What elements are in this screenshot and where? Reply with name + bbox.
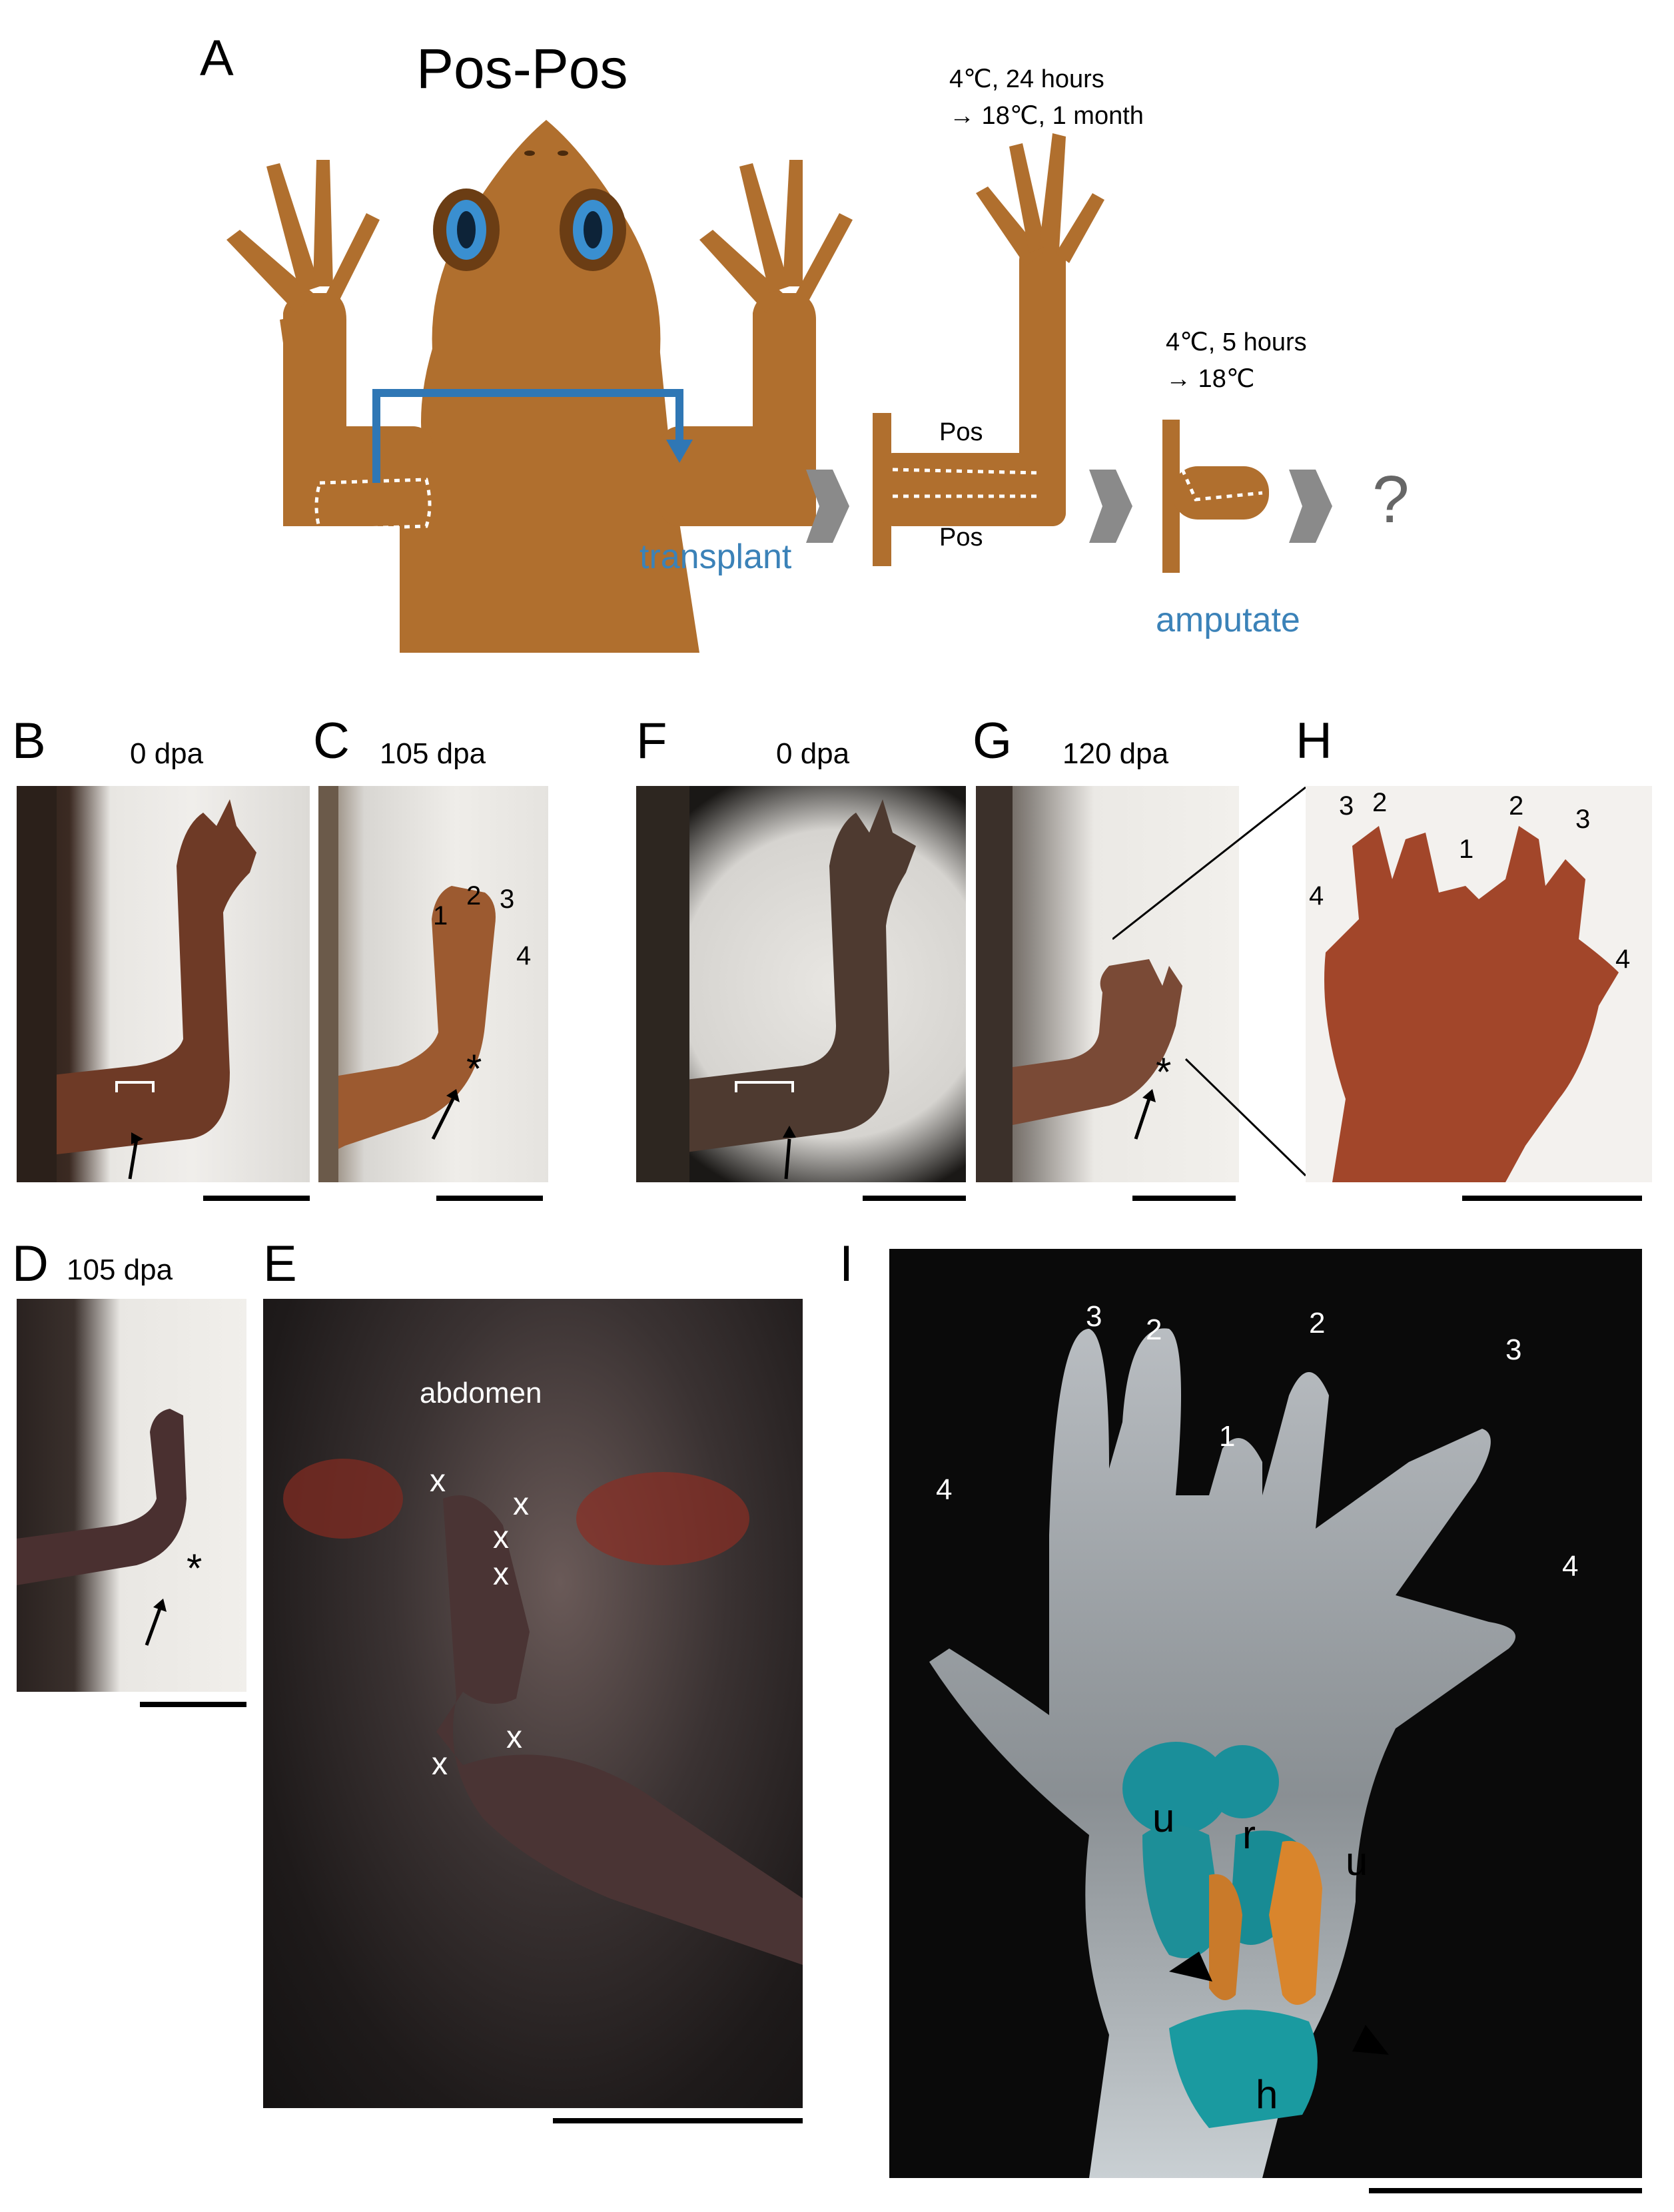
step2-condition-line1: 4℃, 5 hours — [1166, 328, 1307, 356]
panel-g-time: 120 dpa — [1062, 737, 1169, 770]
graft-region-left — [314, 478, 432, 532]
panel-c-time: 105 dpa — [380, 737, 486, 770]
panel-e-scalebar — [553, 2118, 803, 2123]
zoom-connector-lines — [1112, 786, 1306, 1177]
panel-i-digit-4-right: 4 — [1562, 1550, 1579, 1583]
panel-c-photo — [318, 786, 548, 1182]
panel-i-digit-3-left: 3 — [1086, 1300, 1102, 1333]
panel-e-mark-3: x — [493, 1520, 509, 1555]
panel-i-bone-u-left: u — [1152, 1796, 1175, 1840]
panel-f-time: 0 dpa — [776, 737, 850, 770]
grafted-limb-stage — [873, 133, 1104, 566]
panel-d-scalebar — [140, 1702, 246, 1707]
pos-lower-label: Pos — [939, 524, 983, 552]
panel-letter-d: D — [12, 1236, 49, 1292]
panel-i-digit-4-left: 4 — [936, 1473, 953, 1506]
panel-i-scalebar — [1369, 2188, 1642, 2193]
panel-e-mark-1: x — [430, 1463, 446, 1499]
panel-h-digit-4-left: 4 — [1309, 881, 1324, 911]
panel-letter-c: C — [313, 713, 350, 769]
panel-h-digit-1: 1 — [1459, 835, 1474, 864]
panel-c-digit-3: 3 — [500, 885, 515, 914]
panel-letter-g: G — [973, 713, 1013, 769]
panel-g-asterisk: * — [1156, 1050, 1172, 1094]
panel-i-photo — [889, 1249, 1642, 2178]
panel-letter-e: E — [263, 1236, 297, 1292]
panel-c-arrow — [431, 1089, 460, 1140]
panel-i-bone-r: r — [1242, 1812, 1256, 1857]
panel-b-time: 0 dpa — [130, 737, 204, 770]
panel-c-digit-4: 4 — [516, 941, 532, 970]
process-arrow-3 — [1289, 470, 1332, 543]
panel-e-mark-5: x — [506, 1720, 522, 1755]
panel-e-mark-2: x — [513, 1487, 529, 1522]
panel-i-bone-u-right: u — [1346, 1839, 1368, 1884]
panel-i-arrowheads — [1169, 1952, 1389, 2055]
pos-upper-label: Pos — [939, 418, 983, 446]
panel-i-digit-2-left: 2 — [1146, 1313, 1162, 1346]
panel-letter-f: F — [636, 713, 667, 769]
panel-e-mark-4: x — [493, 1557, 509, 1592]
panel-c-asterisk: * — [466, 1046, 482, 1091]
panel-c-scalebar — [436, 1196, 543, 1201]
panel-i-bone-h: h — [1256, 2072, 1278, 2117]
panel-i-digit-3-right: 3 — [1505, 1333, 1522, 1366]
panel-h-digit-2-left: 2 — [1372, 788, 1388, 817]
panel-c-digit-2: 2 — [466, 881, 482, 911]
panel-e-abdomen-label: abdomen — [420, 1377, 542, 1409]
step1-condition-line1: 4℃, 24 hours — [949, 65, 1104, 93]
panel-letter-i: I — [839, 1236, 854, 1292]
panel-g-photo — [976, 786, 1239, 1182]
amputated-stump — [1162, 420, 1269, 573]
panel-a-title: Pos-Pos — [416, 37, 628, 100]
amputate-label: amputate — [1156, 601, 1300, 639]
panel-d-arrow — [145, 1599, 167, 1646]
panel-d-photo — [17, 1299, 246, 1692]
panel-g-scalebar — [1132, 1196, 1236, 1201]
panel-h-photo — [1306, 786, 1652, 1182]
panel-i-digit-1: 1 — [1219, 1420, 1236, 1453]
panel-h-digit-3-right: 3 — [1575, 805, 1591, 834]
transplant-arrow — [372, 389, 683, 483]
panel-e-photo — [263, 1299, 803, 2108]
salamander-eyes — [433, 151, 626, 271]
panel-h-scalebar — [1462, 1196, 1642, 1201]
panel-c-digit-1: 1 — [433, 901, 448, 930]
panel-f-photo — [636, 786, 966, 1182]
step1-condition-line2: → 18℃, 1 month — [949, 102, 1144, 130]
panel-letter-a: A — [200, 30, 234, 87]
panel-letter-b: B — [12, 713, 46, 769]
process-arrow-2 — [1089, 470, 1132, 543]
panel-h-digit-3-left: 3 — [1339, 791, 1354, 821]
step2-condition-line2: → 18℃ — [1166, 365, 1255, 393]
panel-a-diagram — [226, 120, 1332, 653]
salamander-illustration — [226, 120, 853, 653]
panel-d-asterisk: * — [187, 1546, 203, 1591]
panel-d-time: 105 dpa — [67, 1254, 173, 1286]
graft-region-stage3 — [1180, 468, 1263, 502]
panel-h-digit-4-right: 4 — [1615, 944, 1631, 974]
panel-b-scalebar — [203, 1196, 310, 1201]
panel-b-photo — [17, 786, 310, 1182]
transplant-label: transplant — [639, 538, 792, 576]
process-arrow-1 — [806, 470, 849, 543]
panel-e-mark-6: x — [432, 1746, 448, 1782]
panel-f-scalebar — [863, 1196, 966, 1201]
panel-g-arrow — [1134, 1089, 1156, 1140]
panel-letter-h: H — [1296, 713, 1332, 769]
result-question-mark: ? — [1372, 462, 1410, 537]
graft-region-stage2 — [892, 468, 1040, 498]
panel-i-digit-2-right: 2 — [1309, 1307, 1326, 1339]
panel-h-digit-2-right: 2 — [1509, 791, 1524, 821]
